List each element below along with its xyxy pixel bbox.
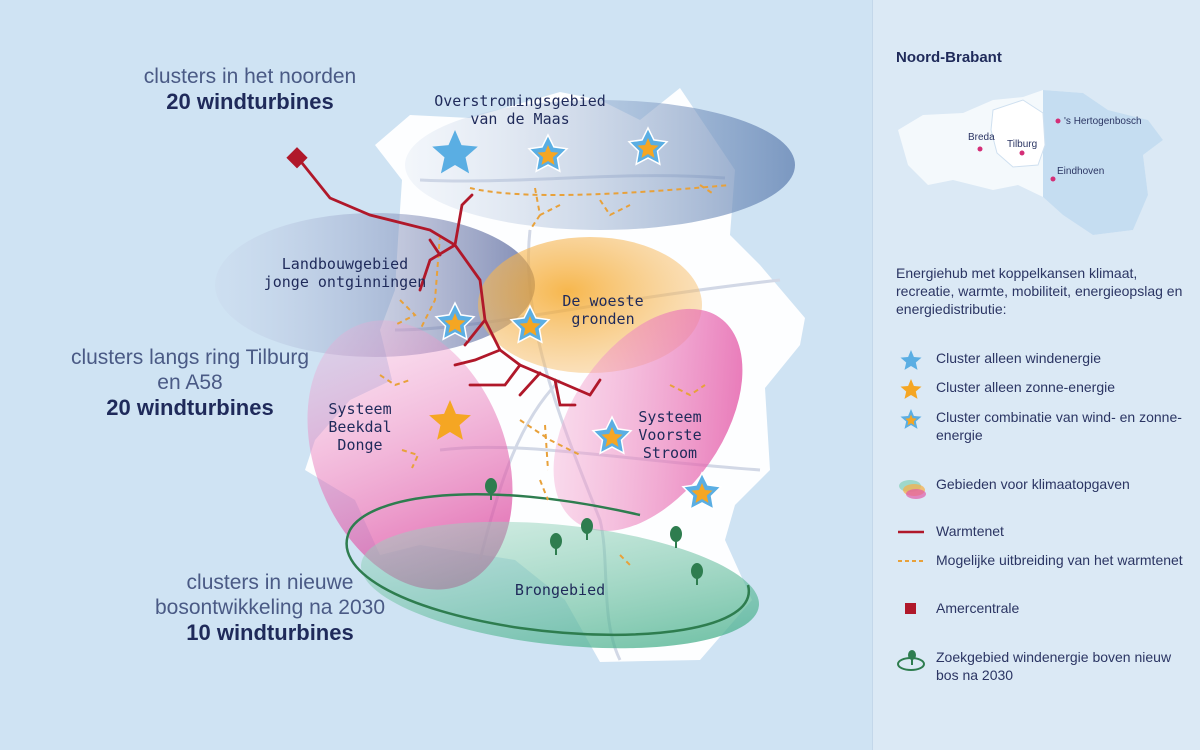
power-plant-icon [905,603,916,614]
heat-network [296,156,602,407]
city-dot-hertogenbosch [1055,118,1061,124]
area-label-woeste: De woeste gronden [548,292,658,328]
province-regions [1043,90,1163,235]
area-label-maas-line1: Overstromingsgebied [434,92,606,110]
legend-item-wind: Cluster alleen windenergie [896,349,1196,379]
legend-item-forest-search: Zoekgebied windenergie boven nieuw bos n… [896,648,1196,688]
area-label-voorste-line1: Systeem [638,408,702,426]
legend-label-heat-extension: Mogelijke uitbreiding van het warmtenet [936,552,1183,568]
legend-label-forest-search: Zoekgebied windenergie boven nieuw bos n… [936,649,1172,683]
area-voorste [553,308,743,532]
orange-star-icon [900,379,922,399]
heat-network-extension-icon [898,560,924,562]
area-maas [405,100,795,230]
area-label-voorste-line2: Voorste [638,426,702,444]
combined-cluster-star-icon [627,126,669,166]
tilburg-region [990,99,1046,168]
solar-cluster-star-icon [429,400,471,440]
city-breda: Breda [968,132,995,143]
combined-cluster-star-icon [509,304,551,344]
area-label-beekdal: Systeem Beekdal Donge [320,400,400,454]
label-north-line1: clusters in het noorden [143,65,357,88]
label-ring-line2: en A58 [157,371,223,394]
label-forest-line1: clusters in nieuwe [186,571,354,594]
area-label-beekdal-line3: Donge [337,436,383,454]
area-label-landbouw-line2: jonge ontginningen [263,273,427,291]
area-label-voorste: Systeem Voorste Stroom [630,408,710,462]
province-minimap [898,90,1163,235]
combined-star-icon [900,409,922,429]
forest-search-area-icon [897,650,925,671]
combined-cluster-star-icon [434,301,476,341]
combined-cluster-star-icon [527,133,569,173]
legend-item-solar: Cluster alleen zonne-energie [896,378,1196,408]
city-tilburg: Tilburg [1007,139,1038,150]
label-north: clusters in het noorden 20 windturbines [110,64,390,114]
tree-icons [485,478,703,585]
legend-description: Energiehub met koppelkansen klimaat, rec… [896,265,1183,317]
legend-label-solar: Cluster alleen zonne-energie [936,379,1115,395]
label-north-count: 20 windturbines [166,89,334,114]
legend-region-title: Noord-Brabant [896,49,1002,66]
area-label-woeste-line1: De woeste [562,292,644,310]
city-dot-eindhoven [1050,176,1056,182]
tree-icon [485,478,497,500]
city-hertogenbosch: 's Hertogenbosch [1064,116,1142,127]
label-forest-count: 10 windturbines [186,620,354,645]
label-forest-line2: bosontwikkeling na 2030 [155,596,385,619]
legend-item-climate: Gebieden voor klimaatopgaven [896,475,1196,505]
energy-map [215,88,805,662]
area-label-beekdal-line1: Systeem [328,400,392,418]
area-label-brongebied-line1: Brongebied [514,581,606,599]
legend-label-combined: Cluster combinatie van wind- en zonne-en… [936,409,1182,443]
heat-network-line-icon [898,530,924,534]
legend-label-climate: Gebieden voor klimaatopgaven [936,476,1130,492]
combined-cluster-star-icon [591,415,633,455]
climate-areas-icon [899,480,926,499]
city-dot-breda [977,146,983,152]
tree-icon [670,526,682,548]
area-label-woeste-line2: gronden [571,310,635,328]
legend-item-combined: Cluster combinatie van wind- en zonne-en… [896,408,1196,448]
legend-label-wind: Cluster alleen windenergie [936,350,1101,366]
area-label-beekdal-line2: Beekdal [328,418,392,436]
tree-icon [550,533,562,555]
area-label-voorste-line3: Stroom [642,444,698,462]
combined-cluster-star-icon [681,471,723,511]
label-ring-line1: clusters langs ring Tilburg [70,346,310,369]
legend-item-heat-extension: Mogelijke uitbreiding van het warmtenet [896,551,1196,591]
legend-label-heat: Warmtenet [936,523,1004,539]
area-label-maas-line2: van de Maas [470,110,570,128]
legend-item-heat: Warmtenet [896,522,1196,552]
area-label-brongebied: Brongebied [505,581,615,599]
legend-label-power-plant: Amercentrale [936,600,1020,616]
area-label-landbouw-line1: Landbouwgebied [281,255,409,273]
forest-search-ellipse [345,492,751,636]
tree-icon [691,563,703,585]
heat-network-extension [379,184,731,566]
cluster-stars [429,126,723,511]
area-label-landbouw: Landbouwgebied jonge ontginningen [260,255,430,291]
label-ring: clusters langs ring Tilburg en A58 20 wi… [30,345,350,420]
area-beekdal [307,320,513,590]
city-dot-tilburg [1019,150,1025,156]
label-ring-count: 20 windturbines [106,395,274,420]
legend-item-power-plant: Amercentrale [896,599,1196,629]
blue-star-icon [900,350,922,370]
label-forest: clusters in nieuwe bosontwikkeling na 20… [110,570,430,645]
tree-icon [581,518,593,540]
area-label-maas: Overstromingsgebied van de Maas [420,92,620,128]
wind-cluster-star-icon [432,130,478,174]
city-eindhoven: Eindhoven [1057,166,1105,177]
